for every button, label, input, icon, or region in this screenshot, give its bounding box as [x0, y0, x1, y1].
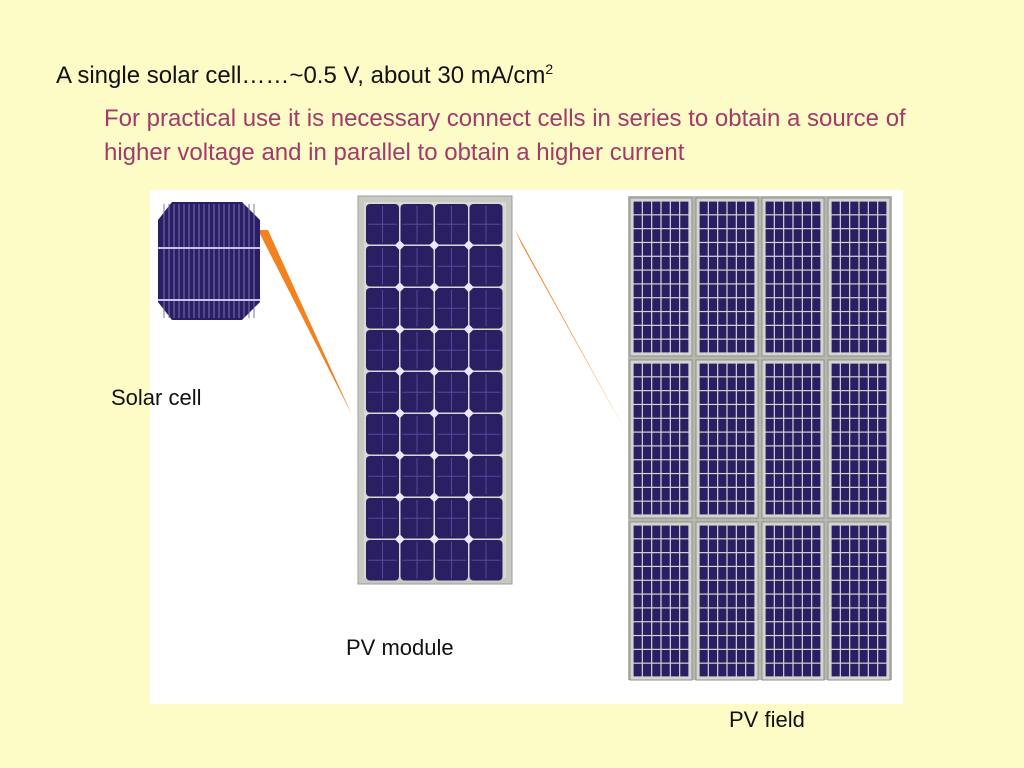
solar-hierarchy-diagram — [158, 195, 892, 681]
label-solar-cell: Solar cell — [111, 385, 202, 410]
headline-superscript: 2 — [545, 61, 554, 77]
label-pv-field: PV field — [729, 707, 805, 732]
pv-module-image — [357, 195, 513, 585]
solar-hierarchy-figure — [150, 190, 903, 704]
label-pv-module: PV module — [346, 635, 454, 660]
headline: A single solar cell……~0.5 V, about 30 mA… — [56, 62, 553, 90]
arrow-cell-to-module — [258, 230, 352, 415]
pv-field-image — [628, 196, 892, 681]
headline-text: A single solar cell……~0.5 V, about 30 mA… — [56, 62, 546, 89]
solar-cell-image — [158, 202, 260, 320]
arrow-module-to-field — [514, 228, 626, 432]
subtext: For practical use it is necessary connec… — [104, 105, 906, 166]
